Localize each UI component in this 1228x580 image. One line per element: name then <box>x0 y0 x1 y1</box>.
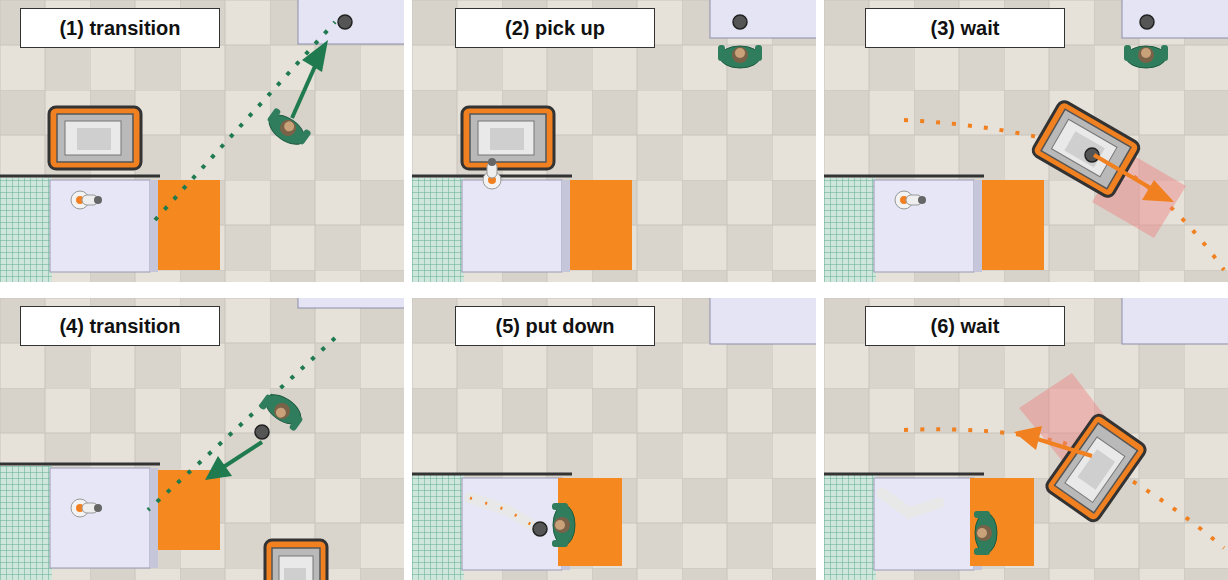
human <box>1124 45 1168 68</box>
human-path <box>148 338 335 510</box>
drop-zone <box>970 478 1034 566</box>
shelf-table <box>710 292 820 344</box>
safety-zone <box>824 474 876 580</box>
table-side <box>974 180 982 272</box>
object <box>255 425 269 439</box>
scene-panel <box>412 0 820 282</box>
panel-title: (6) wait <box>931 315 1000 338</box>
work-table <box>874 180 974 272</box>
floor <box>412 0 816 282</box>
arrow-head <box>1142 180 1174 202</box>
drop-zone <box>158 180 220 270</box>
table-side <box>562 180 570 272</box>
mobile-platform <box>49 107 141 169</box>
human <box>718 45 762 68</box>
work-table <box>50 180 150 272</box>
motion-arrow <box>1094 155 1154 190</box>
table-side <box>150 468 158 568</box>
floor <box>824 0 1228 282</box>
shelf-table <box>298 288 408 308</box>
safety-zone <box>412 178 464 282</box>
panel-label: (4) transition <box>20 306 220 346</box>
mobile-platform <box>1031 99 1142 199</box>
drop-zone <box>570 180 632 270</box>
panel-title: (3) wait <box>931 17 1000 40</box>
scene-panel <box>0 288 408 580</box>
panel-title: (1) transition <box>59 17 180 40</box>
motion-arrow <box>222 442 262 468</box>
table-edge <box>0 463 160 466</box>
human <box>263 107 312 151</box>
panel-label: (2) pick up <box>455 8 655 48</box>
table-edge <box>0 175 160 178</box>
human <box>552 503 575 547</box>
scene-panel <box>412 292 820 580</box>
arrow-head <box>205 456 232 480</box>
panel-title: (2) pick up <box>505 17 605 40</box>
object <box>533 522 547 536</box>
drop-zone <box>982 180 1044 270</box>
object <box>1140 15 1154 29</box>
work-table <box>462 180 562 272</box>
safety-zone <box>824 178 876 282</box>
scene-panel <box>0 0 408 282</box>
work-table <box>874 478 974 570</box>
shelf-table <box>298 0 408 44</box>
scene-panel <box>824 0 1228 282</box>
human-path <box>155 22 335 220</box>
table-edge <box>824 175 984 178</box>
arm-joints <box>470 498 537 528</box>
panel-title: (4) transition <box>59 315 180 338</box>
work-table <box>50 468 150 568</box>
panel-label: (6) wait <box>865 306 1065 346</box>
panel-label: (5) put down <box>455 306 655 346</box>
shelf-table <box>1122 292 1228 344</box>
human <box>974 511 997 555</box>
robot-arm <box>470 498 537 528</box>
safety-zone <box>0 178 52 282</box>
shelf-table <box>1122 0 1228 38</box>
panel-title: (5) put down <box>496 315 615 338</box>
mobile-platform <box>265 540 327 580</box>
safety-zone <box>0 466 52 580</box>
table-edge <box>412 473 572 476</box>
scene-panel <box>824 292 1228 580</box>
table-side <box>150 180 158 272</box>
motion-arrow <box>292 64 316 118</box>
shelf-table <box>710 0 820 38</box>
object <box>733 15 747 29</box>
arrow-head <box>302 40 328 72</box>
arrow-head <box>1014 426 1042 450</box>
object <box>338 15 352 29</box>
robot-arm <box>71 499 102 517</box>
robot-arm <box>483 158 501 189</box>
robot-arm <box>882 493 939 513</box>
robot-arm <box>71 191 102 209</box>
motion-arrow <box>1034 438 1092 456</box>
table-edge <box>824 473 984 476</box>
mobile-platform <box>462 107 554 169</box>
panel-label: (3) wait <box>865 8 1065 48</box>
panel-label: (1) transition <box>20 8 220 48</box>
drop-zone <box>158 470 220 550</box>
mobile-platform <box>1044 413 1148 524</box>
work-table <box>462 478 562 570</box>
floor <box>0 298 404 580</box>
robot-arm <box>895 191 926 209</box>
safety-zone <box>412 474 464 580</box>
